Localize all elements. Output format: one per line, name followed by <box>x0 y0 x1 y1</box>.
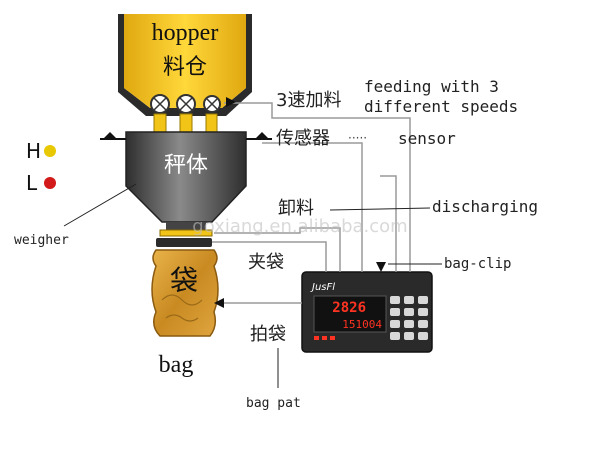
bag-label: bag <box>159 352 194 378</box>
display-bottom-value: 151004 <box>342 318 382 331</box>
bag-glyph: 袋 <box>170 264 198 297</box>
pat-label-cn: 拍袋 <box>250 324 286 345</box>
feed-valve-1 <box>150 94 170 114</box>
feeding-label-en-line2: different speeds <box>364 97 518 116</box>
sensor-right <box>256 132 268 138</box>
line-sensor <box>262 142 363 272</box>
callout-sensor: 传感器 ····· sensor <box>276 128 456 149</box>
weigh-body-label: 秤体 <box>164 153 208 178</box>
clip-label-en: bag-clip <box>444 256 511 272</box>
controller-key <box>390 296 400 304</box>
feed-chute-1 <box>153 113 167 133</box>
controller-key <box>404 308 414 316</box>
discharge-gate <box>159 229 213 237</box>
clip-label-cn: 夹袋 <box>248 252 284 273</box>
controller-key <box>404 296 414 304</box>
level-indicator-high: H <box>26 139 56 163</box>
controller-led-column <box>314 336 335 340</box>
discharge-label-cn: 卸料 <box>278 198 314 219</box>
feeding-label-en-line1: feeding with 3 <box>364 77 499 96</box>
controller-key <box>418 332 428 340</box>
controller-key <box>404 320 414 328</box>
controller-display <box>313 295 387 333</box>
controller-key <box>390 308 400 316</box>
callout-weigher: weigher <box>14 183 137 248</box>
hopper-fill <box>124 14 246 108</box>
weigh-body-shape <box>125 131 247 223</box>
level-letter-high: H <box>26 139 41 163</box>
weigher-label: weigher <box>14 233 69 248</box>
feeding-label-cn: 3速加料 <box>276 90 341 111</box>
weighing-controller: JusFl 2826 151004 <box>301 271 433 353</box>
sensor-left <box>104 132 116 138</box>
sensor-label-cn: 传感器 <box>276 128 330 149</box>
discharge-label-en: discharging <box>432 197 538 216</box>
hopper-label-en: hopper <box>152 20 219 46</box>
line-weigher-box <box>380 175 397 272</box>
bag: 袋 bag <box>151 249 219 378</box>
weigh-body: 秤体 <box>100 131 272 247</box>
level-dot-high <box>44 145 56 157</box>
controller-key <box>390 332 400 340</box>
line-discharge <box>214 227 341 272</box>
callout-bag-clip: 夹袋 bag-clip <box>248 252 511 273</box>
callout-bag-pat: 拍袋 bag pat <box>214 298 301 411</box>
feed-valve-2 <box>176 94 196 114</box>
watermark: goxiang.en.alibaba.com <box>192 216 407 237</box>
bag-shape <box>151 249 219 337</box>
controller-key <box>418 320 428 328</box>
callout-discharge: 卸料 discharging <box>278 197 538 219</box>
controller-key <box>418 308 428 316</box>
controller-key <box>390 320 400 328</box>
controller-key <box>418 296 428 304</box>
line-clip <box>212 241 327 272</box>
level-indicator-low: L <box>26 171 56 195</box>
controller-brand: JusFl <box>310 282 335 293</box>
discharge-neck <box>166 222 206 230</box>
pat-label-en: bag pat <box>246 396 301 411</box>
sensor-dots: ····· <box>348 131 367 145</box>
hopper-label-cn: 料仓 <box>163 55 207 80</box>
callout-feeding: 3速加料 feeding with 3 different speeds <box>226 77 518 116</box>
bag-clamp <box>156 238 212 247</box>
controller-key <box>404 332 414 340</box>
feed-chute-2 <box>179 113 193 133</box>
feed-valve-3 <box>203 95 221 113</box>
display-top-value: 2826 <box>332 300 366 316</box>
controller-keypad <box>390 296 428 340</box>
hopper: hopper 料仓 <box>118 14 252 133</box>
connection-lines <box>212 102 411 304</box>
level-letter-low: L <box>26 171 38 195</box>
feed-chute-3 <box>205 113 218 133</box>
level-dot-low <box>44 177 56 189</box>
line-feed <box>224 102 411 272</box>
sensor-label-en: sensor <box>398 129 456 148</box>
